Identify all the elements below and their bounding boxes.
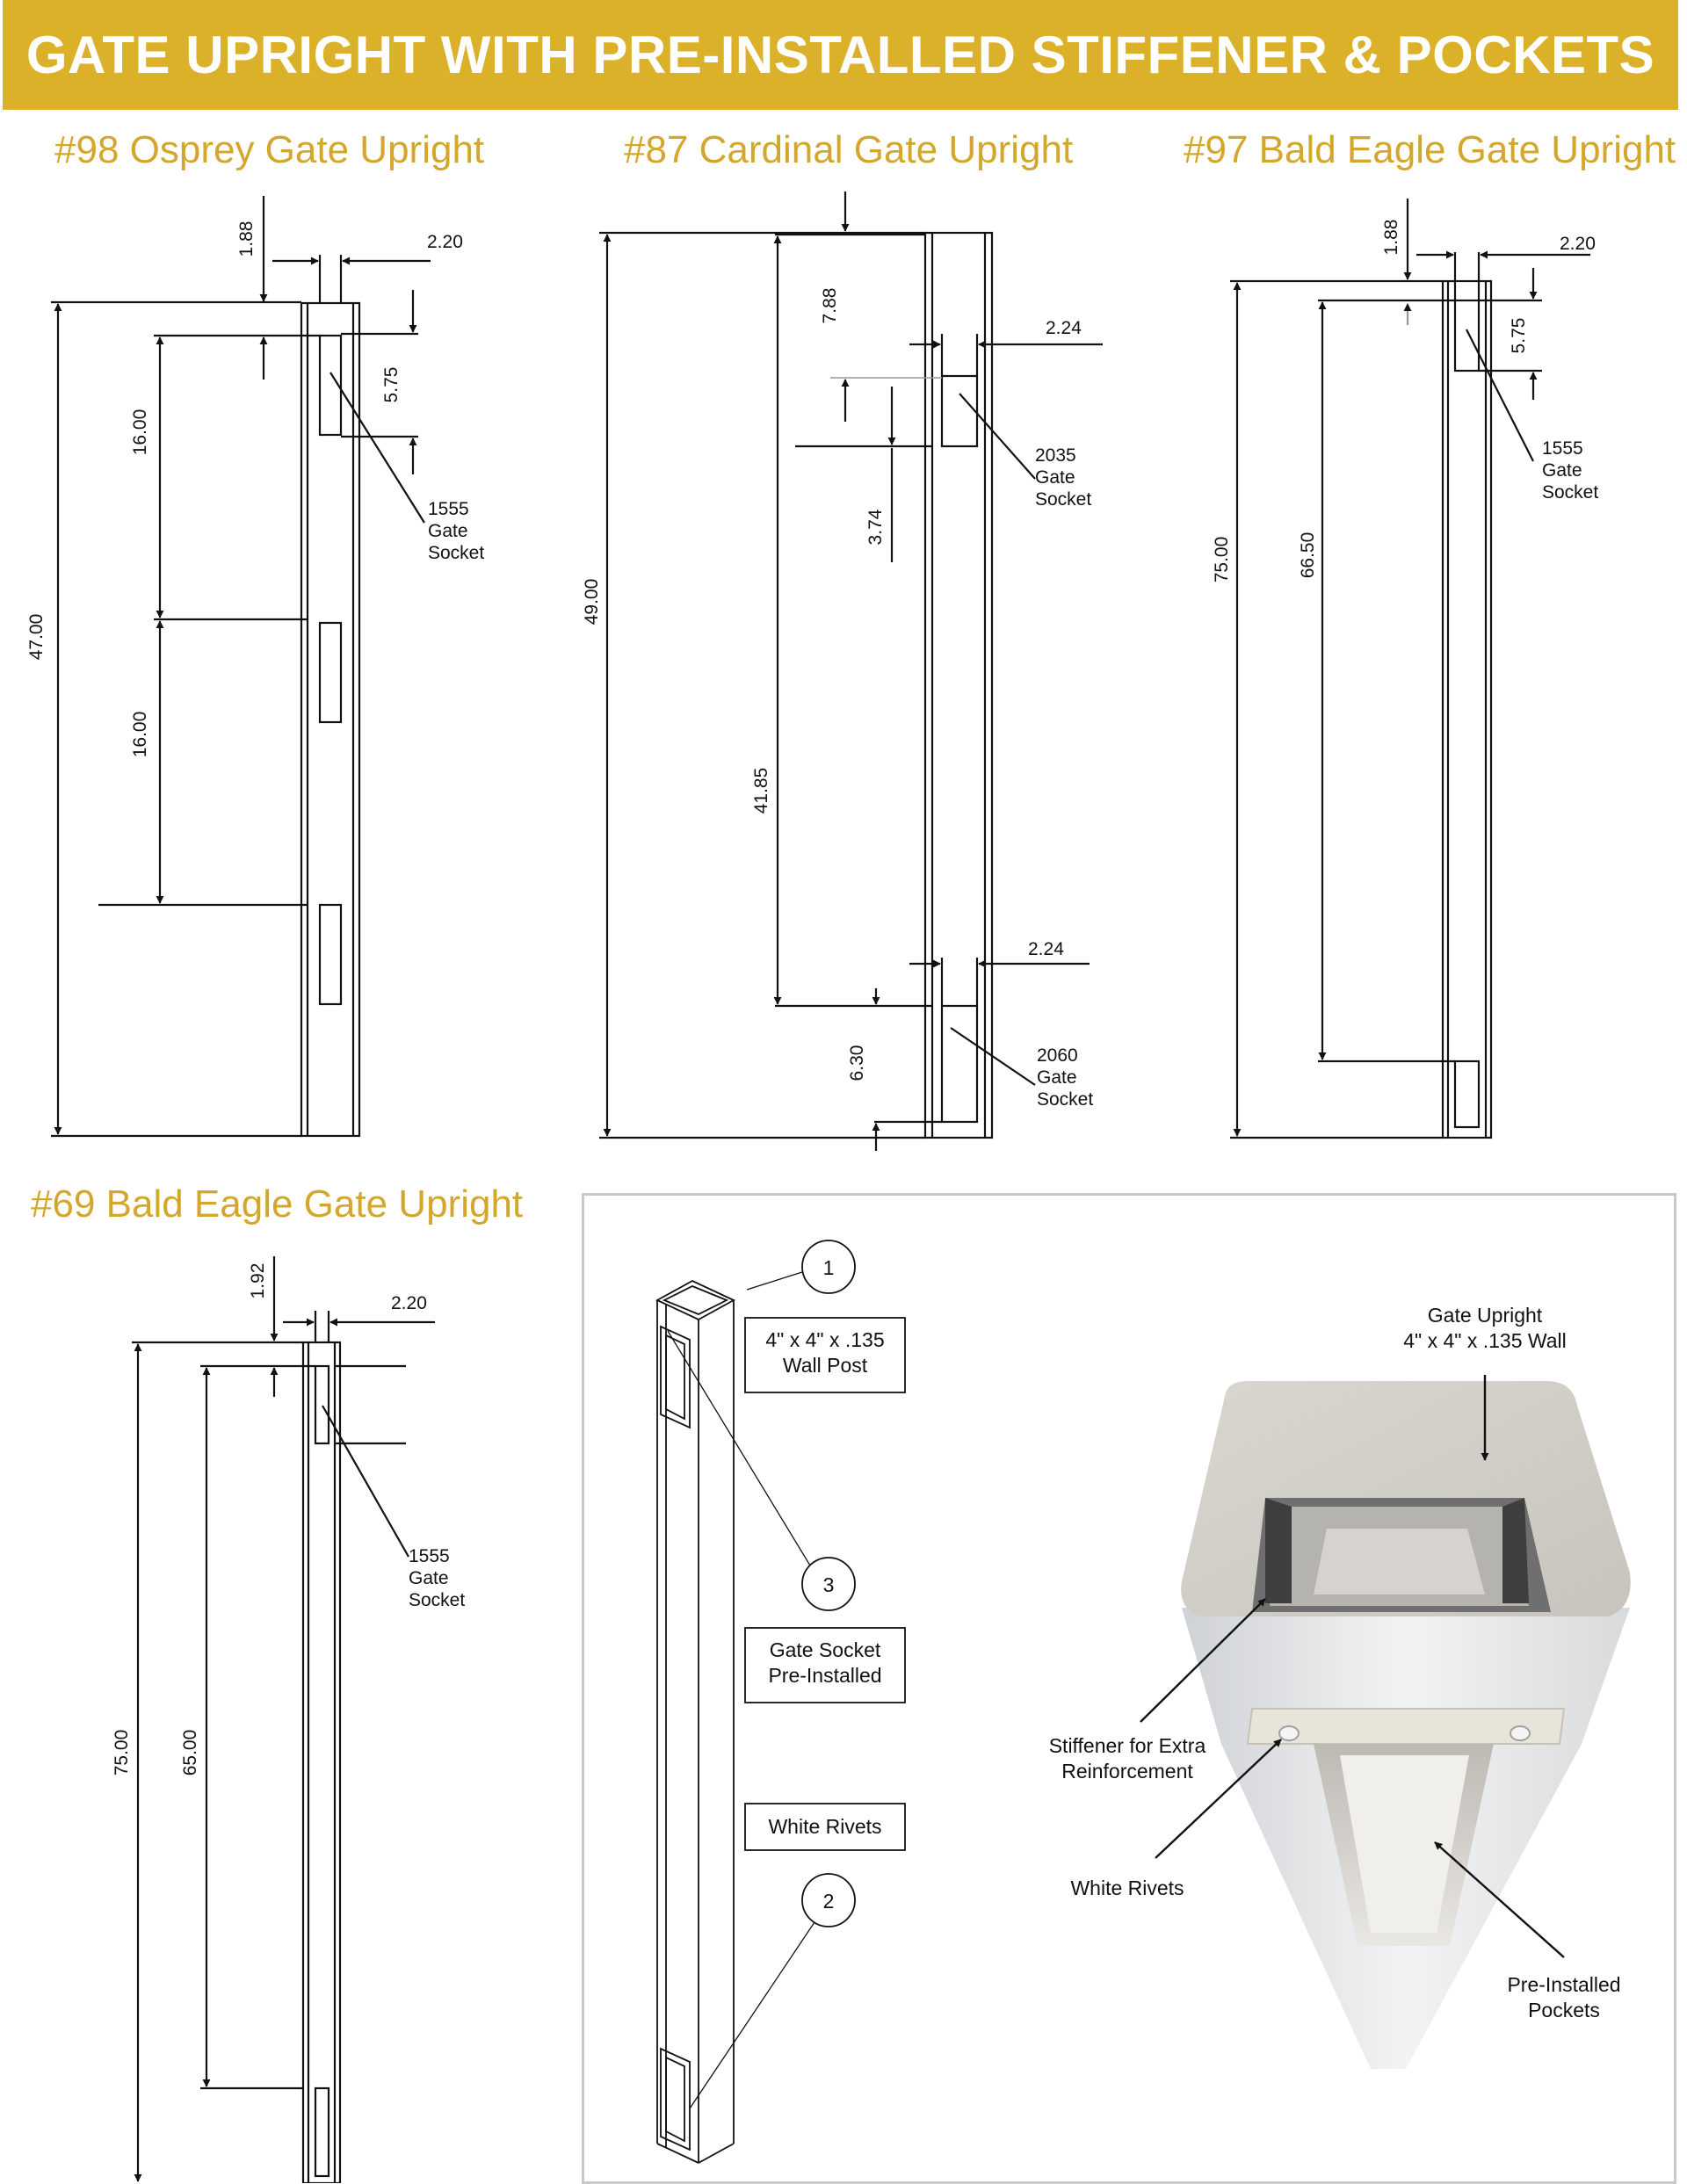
bald-eagle-97-socket-label-1: 1555 [1542, 438, 1583, 459]
osprey-socket-3 [318, 903, 343, 1006]
callout-3-number: 3 [823, 1573, 835, 1596]
osprey-socket-label-1: 1555 [428, 499, 469, 519]
bald-eagle-69-socket-label-2: Gate [409, 1568, 449, 1588]
osprey-socket-label-2: Gate [428, 521, 468, 541]
osprey-dim-width: 2.20 [427, 232, 463, 252]
assembly-drawing [655, 1240, 906, 2164]
cardinal-dim-width-top: 2.24 [1046, 318, 1082, 338]
cardinal-bottom-socket-label-2: Gate [1037, 1067, 1077, 1088]
osprey-socket-1 [318, 334, 343, 437]
osprey-dim-socket-height: 5.75 [381, 367, 402, 403]
gate-socket-box-line-2: Pre-Installed [768, 1664, 881, 1687]
bald-eagle-69-post [301, 1341, 342, 2183]
bald-eagle-97-socket-bottom [1453, 1059, 1481, 1129]
photo-label-stiffener-2: Reinforcement [1061, 1760, 1193, 1783]
callout-3 [801, 1557, 856, 1611]
photo-label-rivets: White Rivets [1070, 1877, 1184, 1899]
cardinal-dim-width-bottom: 2.24 [1028, 939, 1064, 959]
bald-eagle-69-dim-width: 2.20 [391, 1293, 427, 1313]
bald-eagle-69-dim-top-offset: 1.92 [248, 1263, 268, 1299]
bald-eagle-69-socket-label-1: 1555 [409, 1546, 450, 1566]
rivet-right [1510, 1725, 1531, 1741]
bald-eagle-69-title: #69 Bald Eagle Gate Upright [31, 1182, 524, 1226]
cardinal-top-socket-label-2: Gate [1035, 467, 1075, 488]
bald-eagle-97-socket-label-3: Socket [1542, 482, 1598, 503]
bald-eagle-97-dim-total: 75.00 [1212, 537, 1232, 583]
photo-label-pockets-1: Pre-Installed [1507, 1973, 1620, 1996]
cardinal-post [923, 231, 994, 1139]
bald-eagle-97-dim-top-offset: 1.88 [1381, 220, 1401, 256]
bald-eagle-97-socket-label-2: Gate [1542, 460, 1582, 481]
cardinal-dim-total: 49.00 [582, 579, 602, 626]
osprey-socket-2 [318, 621, 343, 724]
wall-post-box-line-1: 4" x 4" x .135 [765, 1328, 884, 1351]
cardinal-dim-span: 41.85 [751, 768, 771, 814]
osprey-dim-spacing-2: 16.00 [130, 712, 150, 758]
bald-eagle-97-socket-top [1453, 299, 1481, 372]
bald-eagle-97-title: #97 Bald Eagle Gate Upright [1184, 128, 1676, 171]
photo-label-upright-1: Gate Upright [1428, 1304, 1543, 1327]
cardinal-drawing [599, 192, 1103, 1151]
cardinal-top-socket-label-3: Socket [1035, 489, 1091, 510]
cardinal-bottom-socket-label-1: 2060 [1037, 1045, 1078, 1066]
bald-eagle-69-socket-top [314, 1364, 330, 1445]
white-rivets-box [744, 1803, 906, 1851]
cardinal-top-socket-label-1: 2035 [1035, 445, 1076, 466]
osprey-dim-total: 47.00 [26, 614, 47, 661]
bald-eagle-97-dim-socket-height: 5.75 [1509, 318, 1529, 354]
osprey-post [300, 301, 361, 1138]
osprey-title: #98 Osprey Gate Upright [54, 128, 485, 171]
cardinal-title: #87 Cardinal Gate Upright [624, 128, 1074, 171]
gate-socket-box [744, 1627, 906, 1703]
callout-1-number: 1 [823, 1256, 835, 1279]
bald-eagle-69-dim-span: 65.00 [180, 1730, 200, 1776]
gate-socket-box-line-1: Gate Socket [770, 1638, 881, 1661]
photo-label-pockets-2: Pockets [1528, 1999, 1600, 2021]
bald-eagle-69-socket-bottom [314, 2086, 330, 2178]
bald-eagle-97-dim-span: 66.50 [1298, 532, 1318, 579]
bald-eagle-69-socket-label-3: Socket [409, 1590, 465, 1610]
page-title: GATE UPRIGHT WITH PRE-INSTALLED STIFFENE… [25, 25, 1655, 84]
callout-2 [801, 1873, 856, 1927]
bald-eagle-97-post [1441, 279, 1493, 1139]
bald-eagle-69-dim-total: 75.00 [112, 1730, 132, 1776]
callout-1 [801, 1240, 856, 1294]
cardinal-dim-socket-gap: 3.74 [865, 509, 886, 545]
photo-label-upright-2: 4" x 4" x .135 Wall [1403, 1329, 1567, 1352]
cardinal-dim-top-offset: 7.88 [820, 288, 840, 324]
cardinal-socket-bottom [940, 1004, 979, 1124]
rivet-left [1278, 1725, 1300, 1741]
callout-2-number: 2 [823, 1890, 835, 1913]
osprey-drawing [51, 196, 431, 1138]
header-banner: GATE UPRIGHT WITH PRE-INSTALLED STIFFENE… [3, 0, 1678, 110]
bald-eagle-97-drawing [1230, 199, 1590, 1139]
cardinal-socket-top [940, 374, 979, 448]
bald-eagle-69-drawing [132, 1256, 435, 2183]
osprey-socket-label-3: Socket [428, 543, 484, 563]
osprey-dim-spacing-1: 16.00 [130, 409, 150, 456]
bald-eagle-97-dim-width: 2.20 [1560, 234, 1596, 254]
cardinal-bottom-socket-label-3: Socket [1037, 1089, 1093, 1110]
cardinal-dim-bottom-offset: 6.30 [847, 1045, 867, 1081]
osprey-dim-top-offset: 1.88 [236, 221, 257, 257]
wall-post-box [744, 1317, 906, 1393]
photo-illustration [1140, 1375, 1631, 2069]
white-rivets-box-line-1: White Rivets [768, 1815, 881, 1838]
photo-label-stiffener-1: Stiffener for Extra [1049, 1734, 1206, 1757]
wall-post-box-line-2: Wall Post [783, 1354, 868, 1377]
